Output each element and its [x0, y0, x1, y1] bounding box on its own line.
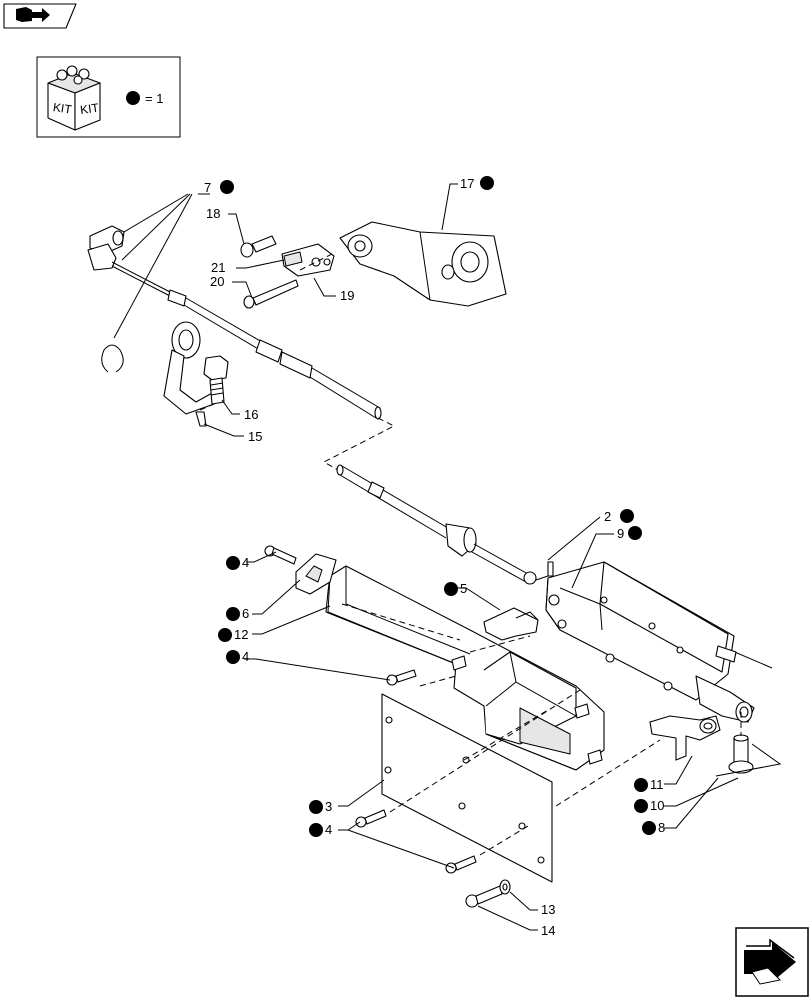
kit-label-right: KIT	[79, 100, 100, 117]
kit-dot-symbol	[444, 582, 458, 596]
callout-6-label: 6	[242, 606, 249, 621]
bolt-part-14	[465, 885, 503, 908]
cable-upper-part	[87, 225, 382, 420]
kit-box-icon: KIT KIT	[47, 65, 101, 131]
cable-lower-part	[336, 464, 549, 585]
screw-part-4-lower-b	[445, 855, 477, 874]
assembly-lines	[341, 603, 742, 856]
pin-part-10	[728, 734, 754, 774]
plate-part-3	[381, 693, 553, 883]
leader-lines	[113, 183, 739, 931]
callout-5-label: 5	[460, 581, 467, 596]
callout-10: 10	[634, 798, 664, 813]
bracket-part-17	[339, 221, 507, 307]
kit-dot-symbol	[620, 509, 634, 523]
callout-15-label: 15	[248, 429, 262, 444]
kit-dot-symbol	[226, 607, 240, 621]
kit-dot-symbol	[634, 778, 648, 792]
callout-16-label: 16	[244, 407, 258, 422]
bracket-part-15	[163, 321, 215, 427]
pin-part-2	[547, 561, 554, 577]
kit-dot-symbol	[309, 823, 323, 837]
callout-9-label: 9	[617, 526, 624, 541]
lever-housing-part-9	[545, 561, 773, 723]
circlip-part	[101, 344, 124, 373]
screw-part-20	[243, 279, 299, 309]
book-arrow-icon	[16, 7, 50, 22]
callout-8: 8	[642, 820, 665, 835]
callout-10-label: 10	[650, 798, 664, 813]
callout-14-label: 14	[541, 923, 555, 938]
callout-21-label: 21	[211, 260, 225, 275]
callout-3-label: 3	[325, 799, 332, 814]
kit-dot-symbol	[480, 176, 494, 190]
callout-8-label: 8	[658, 820, 665, 835]
callout-2: 2	[604, 509, 634, 524]
callout-4-lower: 4	[309, 822, 332, 837]
callout-9: 9	[617, 526, 642, 541]
callout-17-label: 17	[460, 176, 474, 191]
next-page-button[interactable]	[735, 927, 809, 997]
screw-part-4-lower-a	[355, 809, 387, 828]
callout-4-label: 4	[242, 649, 249, 664]
callout-5: 5	[444, 581, 467, 596]
kit-dot-symbol	[126, 91, 140, 105]
callout-3: 3	[309, 799, 332, 814]
callout-19-label: 19	[340, 288, 354, 303]
callout-4-label: 4	[242, 555, 249, 570]
callout-20-label: 20	[210, 274, 224, 289]
kit-dot-symbol	[226, 650, 240, 664]
kit-dot-symbol	[226, 556, 240, 570]
callout-7: 7	[204, 180, 234, 195]
kit-dot-symbol	[634, 799, 648, 813]
stud-parts	[451, 655, 603, 765]
callout-7-label: 7	[204, 180, 211, 195]
plate-part-6	[295, 553, 337, 595]
kit-dot-symbol	[642, 821, 656, 835]
washer-part-13	[499, 879, 511, 895]
bracket-part-11	[649, 715, 721, 761]
kit-equals-label: = 1	[145, 91, 163, 106]
kit-legend: KIT KIT = 1	[36, 56, 181, 138]
kit-dot-symbol	[309, 800, 323, 814]
kit-label-left: KIT	[52, 100, 73, 117]
callout-18-label: 18	[206, 206, 220, 221]
callout-4-middle: 4	[226, 649, 249, 664]
callout-2-label: 2	[604, 509, 611, 524]
back-nav-button[interactable]	[3, 3, 77, 29]
callout-4-top: 4	[226, 555, 249, 570]
kit-dot-symbol	[218, 628, 232, 642]
kit-dot-symbol	[220, 180, 234, 194]
next-page-arrow-icon	[744, 938, 796, 985]
callout-6: 6	[226, 606, 249, 621]
callout-13-label: 13	[541, 902, 555, 917]
screw-part-4-middle	[386, 669, 417, 686]
callout-4-label: 4	[325, 822, 332, 837]
bolt-part-16	[203, 355, 229, 405]
callout-11: 11	[634, 777, 664, 792]
callout-12: 12	[218, 627, 248, 642]
lever-part-5	[483, 607, 539, 641]
screw-part-18	[240, 235, 277, 258]
callout-17: 17	[460, 176, 494, 191]
plate-part-19	[281, 243, 335, 277]
callout-12-label: 12	[234, 627, 248, 642]
callout-11-label: 11	[650, 777, 664, 792]
kit-dot-symbol	[628, 526, 642, 540]
